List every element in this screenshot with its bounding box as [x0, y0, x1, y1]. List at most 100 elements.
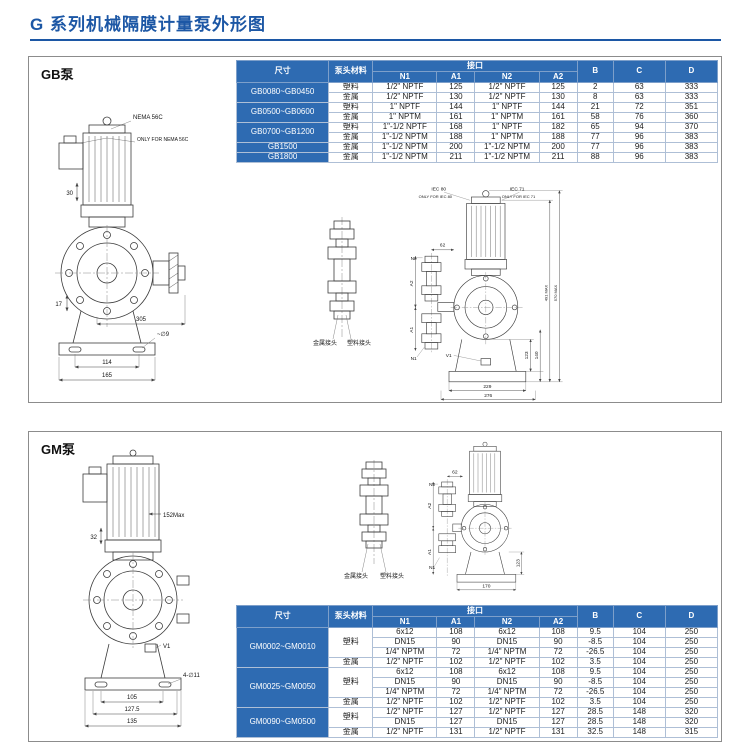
d-cell: 333 — [664, 82, 719, 93]
b-cell: 3.5 — [576, 697, 614, 708]
dim-165-label: 165 — [102, 373, 113, 379]
pump-head-side — [450, 272, 523, 345]
a2-cell: 130 — [538, 92, 578, 103]
dim-62-label: 62 — [440, 243, 446, 249]
dim-114-label: 114 — [102, 360, 112, 366]
c-cell: 94 — [612, 122, 666, 133]
gb-front-view: NEMA 56C ONLY FOR NEMA 56C 30 — [55, 115, 189, 382]
dim-229-label: 229 — [483, 384, 491, 390]
c-cell: 63 — [612, 82, 666, 93]
material-cell: 塑料 — [328, 102, 374, 113]
motor-side — [464, 190, 507, 276]
col-header-port: 接口 — [372, 60, 578, 72]
col-header-size: 尺寸 — [235, 605, 330, 628]
c-cell: 96 — [612, 142, 666, 153]
n1-cell: 1/2" NPTF — [372, 707, 438, 718]
n1-cell: 1/2" NPTF — [372, 697, 438, 708]
a2-cell: 188 — [538, 132, 578, 143]
table-row: GB1800 金属 1"-1/2 NPTM 211 1"-1/2 NPTM 21… — [235, 152, 719, 163]
dim-105-label: 105 — [127, 695, 138, 701]
n2-cell: 1/2" NPTF — [474, 697, 540, 708]
n1-cell: 1/2" NPTF — [372, 657, 438, 668]
gb-valve-detail: 金属接头 塑料接头 — [313, 217, 371, 347]
v1-label: V1 — [163, 644, 171, 650]
n1-cell: 1/4" NPTM — [372, 647, 438, 658]
base-side — [448, 339, 527, 383]
d-cell: 320 — [664, 707, 719, 718]
a1-cell: 200 — [436, 142, 476, 153]
d-cell: 383 — [664, 152, 719, 163]
col-header-b: B — [576, 60, 614, 83]
holes-label: 4-∅11 — [183, 672, 200, 679]
c-cell: 104 — [612, 647, 666, 658]
col-header-c: C — [612, 60, 666, 83]
table-row: DN15 90 DN15 90 -8.5 104 250 — [237, 637, 719, 648]
discharge-flange — [152, 252, 186, 294]
d-cell: 351 — [664, 102, 719, 113]
plastic-fitting-label: 塑料接头 — [380, 572, 404, 580]
c-cell: 96 — [612, 132, 666, 143]
valve-column-side — [421, 253, 455, 353]
a1-cell: 211 — [436, 152, 476, 163]
table-row: 金属 1/2" NPTF 130 1/2" NPTF 130 8 63 333 — [237, 92, 719, 103]
max-491-label: 491 MAX — [543, 284, 548, 301]
n2-cell: 1/2" NPTF — [474, 707, 540, 718]
b-cell: 32.5 — [576, 727, 614, 738]
a1-cell: 102 — [436, 657, 476, 668]
base-front — [84, 643, 182, 691]
gb-table-container: 尺寸 泵头材料 接口 B C D N1 A1 N2 A2 — [235, 60, 719, 163]
n2-cell: 1" NPTF — [474, 122, 540, 133]
d-cell: 360 — [664, 112, 719, 123]
a1-cell: 130 — [436, 92, 476, 103]
material-cell: 塑料 — [328, 667, 374, 698]
header-row: 尺寸 泵头材料 接口 B C D — [235, 605, 719, 628]
col-header-n2: N2 — [474, 71, 540, 83]
gm-panel-label: GM泵 — [41, 442, 75, 457]
material-cell: 塑料 — [328, 82, 374, 93]
n1-cell: 1" NPTM — [372, 112, 438, 123]
a2-cell: 72 — [538, 687, 578, 698]
material-cell: 金属 — [328, 112, 374, 123]
material-cell: 金属 — [328, 142, 374, 153]
gm-spec-table: 尺寸 泵头材料 接口 B C D N1 A1 N2 A2 — [235, 605, 719, 738]
dim-62-label: 62 — [452, 470, 458, 476]
gm-side-view: 62 N2 A2 A1 N1 123 170 — [427, 441, 525, 591]
table-row: 金属 1/2" NPTF 131 1/2" NPTF 131 32.5 148 … — [237, 727, 719, 738]
pump-head-front — [55, 225, 159, 327]
gm-panel: GM泵 152Max 32 — [28, 431, 722, 742]
n1-cell: 1/2" NPTF — [372, 82, 438, 93]
b-cell: -8.5 — [576, 637, 614, 648]
a1-cell: 72 — [436, 647, 476, 658]
size-cell: GM0025~GM0050 — [235, 667, 330, 708]
n2-cell: 6x12 — [474, 667, 540, 678]
a2-cell: 182 — [538, 122, 578, 133]
c-cell: 148 — [612, 727, 666, 738]
table-row: GB0080~GB0450 塑料 1/2" NPTF 125 1/2" NPTF… — [235, 82, 719, 103]
b-cell: 8 — [576, 92, 614, 103]
n2-cell: 1/2" NPTF — [474, 657, 540, 668]
n1-cell: DN15 — [372, 637, 438, 648]
c-cell: 104 — [612, 677, 666, 688]
material-cell: 金属 — [328, 657, 374, 668]
col-header-n1: N1 — [372, 71, 438, 83]
a2-cell: 102 — [538, 657, 578, 668]
n2-cell: DN15 — [474, 677, 540, 688]
metal-fitting-label: 金属接头 — [313, 339, 337, 347]
b-cell: -26.5 — [576, 647, 614, 658]
n1-cell: 1/4" NPTM — [372, 687, 438, 698]
c-cell: 104 — [612, 637, 666, 648]
a1-cell: 127 — [436, 717, 476, 728]
n1-cell: 1"-1/2 NPTM — [372, 152, 438, 163]
n2-cell: 1/2" NPTF — [474, 92, 540, 103]
c-cell: 76 — [612, 112, 666, 123]
a1-cell: 72 — [436, 687, 476, 698]
a1-cell: 108 — [436, 627, 476, 638]
col-header-d: D — [664, 605, 719, 628]
b-cell: 28.5 — [576, 707, 614, 718]
page-title: G 系列机械隔膜计量泵外形图 — [30, 15, 266, 34]
material-cell: 金属 — [328, 152, 374, 163]
n2-cell: 1" NPTM — [474, 112, 540, 123]
size-cell: GB0080~GB0450 — [235, 82, 330, 103]
a2-cell: 127 — [538, 707, 578, 718]
col-header-n1: N1 — [372, 616, 438, 628]
